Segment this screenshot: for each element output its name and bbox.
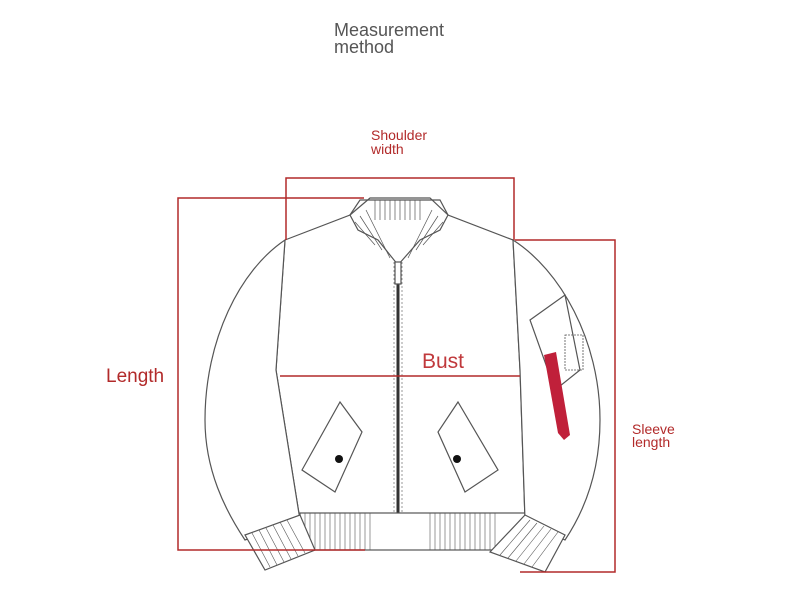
left-sleeve [204,238,301,541]
shoulder-width-label-line-1: Shoulder [371,127,428,143]
collar [349,197,449,266]
shoulder-width-line [285,177,515,240]
remove-before-flight-tag [544,352,570,440]
length-line [177,197,365,551]
sleeve-length-line [515,239,616,573]
length-label: Length [106,366,165,387]
title-line-2: method [334,37,395,57]
bust-label: Bust [422,350,465,373]
diagram-title: Measurement method [334,20,445,57]
title-line-1: Measurement [334,20,445,40]
right-pocket [437,400,499,493]
left-pocket [301,400,363,493]
right-pocket-button [453,455,461,463]
shoulder-width-label: Shoulder width [371,128,427,156]
left-pocket-button [335,455,343,463]
sleeve-length-label-line-1: Sleeve [632,421,675,437]
sleeve-length-label-line-2: length [632,434,671,450]
shoulder-width-label-line-2: width [371,141,404,157]
sleeve-length-label: Sleeve length [632,421,675,450]
waistband [299,512,526,551]
